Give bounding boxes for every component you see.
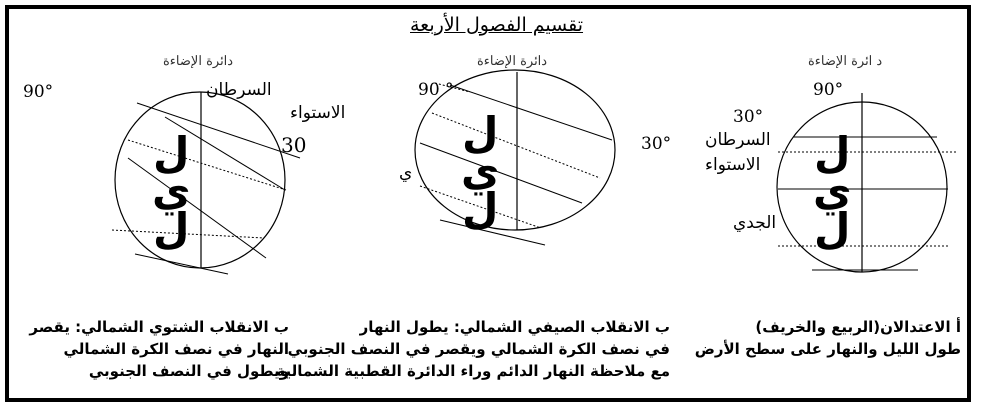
caption-summer-title: الانقلاب الصيفي الشمالي: يطول النهار [359,318,650,336]
left-cancer-label: السرطان [206,80,272,100]
caption-winter-line2: النهار في نصف الكرة الشمالي [63,340,289,358]
caption-equinox: أ الاعتدالان(الربيع والخريف) طول الليل و… [694,316,961,360]
right-globe [776,93,958,273]
right-capricorn-label: الجدي [733,213,777,233]
right-night-letter-2: ي [813,165,852,215]
right-night-letters: ل ي ل [813,128,852,253]
caption-summer-letter: ب [654,318,670,336]
middle-deg90-label: 90 ° [418,80,454,100]
middle-partial-letter: ي [399,163,413,183]
caption-equinox-letter: أ [955,318,961,336]
middle-illumination-label: دائرة الإضاءة [477,54,548,69]
middle-globe [414,69,616,246]
middle-tropic-dotted-line [419,185,542,229]
middle-tangent-line [439,219,546,246]
caption-equinox-line1: أ الاعتدالان(الربيع والخريف) [701,316,961,338]
left-parallel-line [164,116,286,191]
middle-equator-line [431,112,601,179]
left-night-letter-1: ل [153,128,190,177]
left-earth-circle [114,91,286,269]
caption-winter-title: الانقلاب الشتوي الشمالي: يقصر [29,318,269,336]
right-night-letter-1: ل [814,128,851,177]
left-tangent-line [134,253,229,275]
right-cancer-label: السرطان [705,130,771,150]
caption-winter-letter: ب [273,318,289,336]
left-night-letter-2: ي [152,165,191,215]
left-equator-label: الاستواء [290,103,346,123]
caption-summer-line1: ب الانقلاب الصيفي الشمالي: يطول النهار [250,316,670,338]
right-illumination-label: د ائرة الإضاءة [808,54,883,69]
caption-equinox-line2: طول الليل والنهار على سطح الأرض [694,340,961,358]
left-globe [111,91,301,275]
caption-winter-line1: ب الانقلاب الشتوي الشمالي: يقصر [17,316,289,338]
middle-earth-circle [414,69,616,231]
left-tropic-dotted-line [111,229,265,239]
middle-night-letter-1: ل [462,108,499,157]
caption-equinox-title: الاعتدالان(الربيع والخريف) [755,318,951,336]
right-deg90-label: 90° [813,80,844,100]
left-cancer-line [136,102,301,159]
left-night-letter-3: ل [153,203,190,253]
middle-axis-line [419,142,583,204]
middle-night-letters: ل ي ل [461,108,500,233]
middle-night-letter-2: ي [461,145,500,195]
left-deg30-label: 30 [281,133,307,157]
middle-night-letter-3: ل [462,183,499,233]
right-equator-label: الاستواء [705,155,761,175]
caption-winter-solstice: ب الانقلاب الشتوي الشمالي: يقصر النهار ف… [17,316,289,382]
middle-deg30-label: 30° [641,134,672,154]
diagram-title: تقسيم الفصول الأربعة [410,14,584,36]
right-deg30-label: 30° [733,107,764,127]
caption-summer-line3: مع ملاحظة النهار الدائم وراء الدائرة الق… [276,362,670,380]
left-axis-line [127,157,267,259]
caption-summer-solstice: ب الانقلاب الصيفي الشمالي: يطول النهار ف… [250,316,670,382]
caption-summer-line2: في نصف الكرة الشمالي ويقصر في النصف الجن… [287,340,670,358]
caption-winter-line3: ويطول في النصف الجنوبي [88,362,289,380]
left-illumination-label: دائرة الإضاءة [163,54,234,69]
right-night-letter-3: ل [814,203,851,253]
middle-cancer-line [449,84,613,141]
left-night-letters: ل ي ل [152,128,191,253]
diagram-frame [5,5,971,402]
left-deg90-label: 90° [23,82,54,102]
